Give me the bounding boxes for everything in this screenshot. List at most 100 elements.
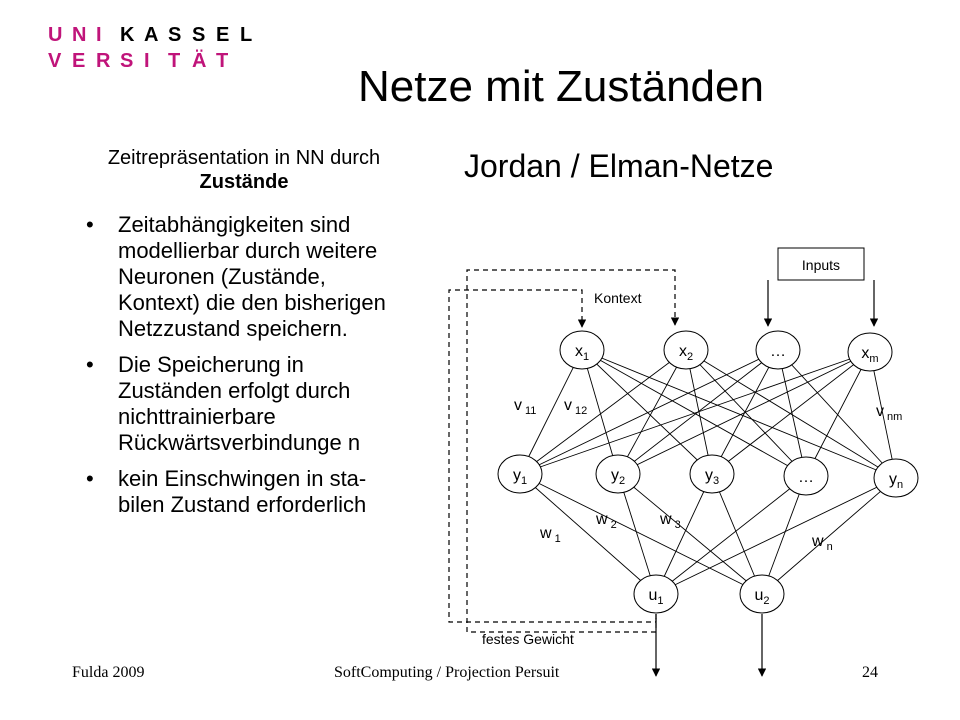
feedback-connections — [448, 269, 879, 677]
logo-letter: T — [216, 49, 229, 72]
bullet-item: Zeitabhängigkeiten sind modellierbar dur… — [82, 212, 412, 342]
bullet-list: Zeitabhängigkeiten sind modellierbar dur… — [82, 212, 412, 528]
y-u-connection — [655, 477, 897, 595]
logo-letter: S — [120, 49, 134, 72]
x-node-label: xm — [861, 345, 878, 365]
x-node-label: x1 — [575, 343, 589, 363]
u-node: u2 — [739, 574, 785, 614]
logo-letter: T — [168, 49, 181, 72]
kontext-label: Kontext — [594, 290, 642, 306]
x-node-circle — [559, 330, 605, 370]
subtitle-bold: Zustände — [199, 171, 289, 193]
y-u-connection — [711, 473, 763, 595]
x-node-circle — [663, 330, 709, 370]
y-node-circle — [689, 454, 735, 494]
logo-letter: V — [48, 49, 62, 72]
u-node-circle — [633, 574, 679, 614]
x-y-connection — [581, 349, 897, 479]
x-y-connection — [777, 349, 897, 479]
x-node: x1 — [559, 330, 605, 370]
x-y-connection — [617, 351, 871, 475]
y-u-connection — [617, 473, 763, 595]
x-y-connection — [685, 349, 897, 479]
logo-letter: K — [120, 23, 135, 46]
x-node: x2 — [663, 330, 709, 370]
x-y-connection — [519, 349, 583, 475]
footer-title: SoftComputing / Projection Persuit — [334, 664, 560, 681]
logo-letter: N — [72, 23, 87, 46]
y-node: y2 — [595, 454, 641, 494]
logo-letter: S — [168, 23, 182, 46]
bullet-item: kein Einschwingen in sta-bilen Zustand e… — [82, 466, 412, 518]
neuron-nodes: x1 x2 … xm y1 y2 y3 … yn u1 u2 — [497, 330, 919, 614]
y-node: … — [783, 456, 829, 496]
x-node-circle — [847, 332, 893, 372]
page-number: 24 — [862, 664, 878, 681]
y-node-label: y1 — [513, 467, 527, 487]
x-y-connection — [711, 351, 871, 475]
y-node: y3 — [689, 454, 735, 494]
festes-gewicht-label: festes Gewicht — [482, 631, 574, 647]
y-u-connection — [617, 473, 657, 595]
y-node-label: yn — [889, 471, 903, 491]
logo-letter: S — [192, 23, 206, 46]
y-u-connection — [761, 477, 897, 595]
y-node-label: y2 — [611, 467, 625, 487]
slide-title: Netze mit Zuständen — [358, 62, 764, 111]
y-u-connection — [519, 473, 657, 595]
logo-letter: R — [96, 49, 111, 72]
y-node-label: … — [798, 469, 814, 486]
u-node-circle — [739, 574, 785, 614]
y-node-circle — [783, 456, 829, 496]
y-node: y1 — [497, 454, 543, 494]
x-y-connection — [711, 349, 779, 475]
u-node-label: u1 — [648, 587, 663, 607]
x-node-label: … — [770, 343, 786, 360]
y-u-connection — [761, 475, 807, 595]
logo-letter: I — [96, 23, 102, 46]
logo-letter: I — [144, 49, 150, 72]
left-subtitle: Zeitrepräsentation in NN durch Zustände — [94, 146, 394, 194]
logo-letter: E — [72, 49, 86, 72]
x-y-connection — [805, 351, 871, 477]
x-node: … — [755, 330, 801, 370]
logo-letter: L — [240, 23, 253, 46]
logo-letter: U — [48, 23, 63, 46]
x-y-connection — [581, 349, 713, 475]
y-node-circle — [595, 454, 641, 494]
bullet-item: Die Speicherung in Zuständen erfolgt dur… — [82, 352, 412, 456]
x-y-connection — [519, 349, 779, 475]
u-node: u1 — [633, 574, 679, 614]
logo-letter: E — [216, 23, 230, 46]
y-u-connection — [655, 473, 713, 595]
y-u-connection — [655, 475, 807, 595]
x-y-connection — [581, 349, 619, 475]
u-node-label: u2 — [754, 587, 769, 607]
x-y-connection — [519, 351, 871, 475]
x-y-connection — [869, 351, 897, 479]
outer-feedback-line — [466, 269, 680, 633]
x-node-circle — [755, 330, 801, 370]
logo-letter: Ä — [192, 49, 207, 72]
x-y-connection — [519, 349, 687, 475]
logo-letter: A — [144, 23, 159, 46]
inputs-label: Inputs — [802, 257, 840, 273]
y-node-circle — [873, 458, 919, 498]
y-u-connection — [519, 473, 763, 595]
x-node-label: x2 — [679, 343, 693, 363]
x-y-connection — [777, 349, 807, 477]
connection-lines — [519, 349, 897, 595]
y-node: yn — [873, 458, 919, 498]
inputs-box: Inputs — [777, 247, 865, 281]
x-y-connection — [685, 349, 807, 477]
